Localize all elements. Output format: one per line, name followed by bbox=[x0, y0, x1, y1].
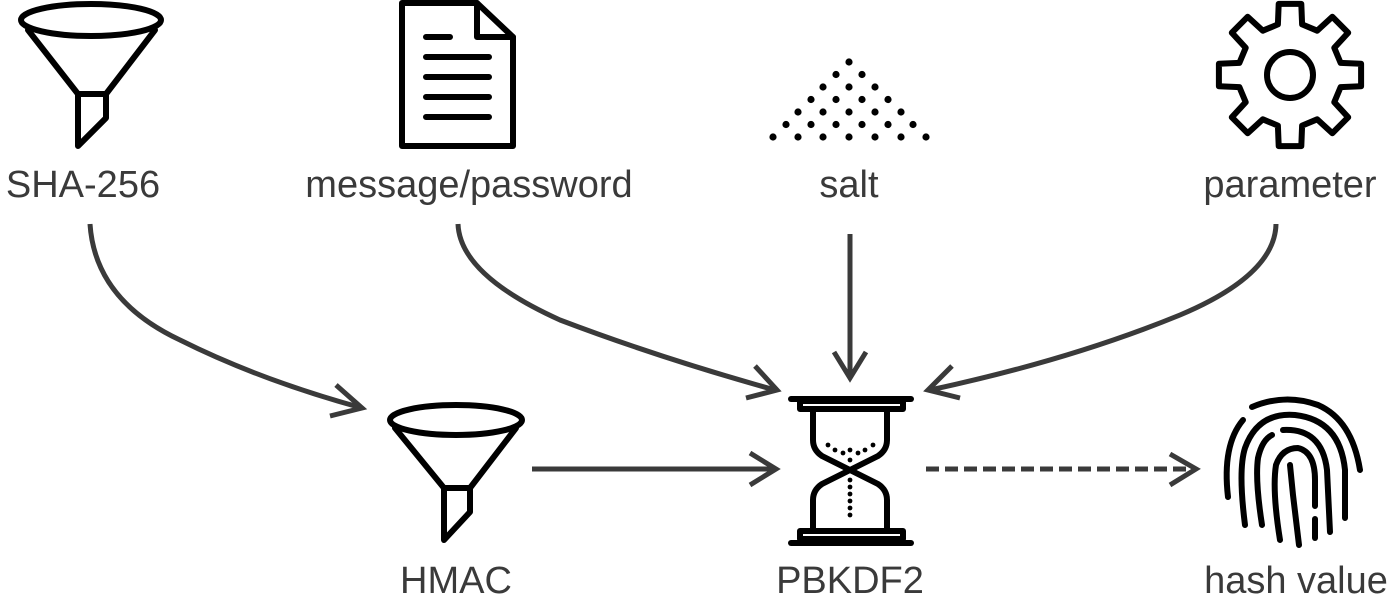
salt-dot bbox=[807, 120, 815, 129]
hourglass-icon bbox=[788, 396, 914, 546]
salt-dot bbox=[884, 120, 892, 129]
sand-grain bbox=[862, 447, 868, 453]
salt-dot bbox=[807, 95, 815, 104]
edge-sha256-to-hmac bbox=[87, 223, 368, 419]
node-label-parameter: parameter bbox=[1203, 164, 1377, 206]
sand-grain bbox=[847, 491, 853, 497]
salt-dot bbox=[871, 108, 879, 116]
node-label-hmac: HMAC bbox=[400, 560, 512, 597]
edge-hmac-to-pbkdf2 bbox=[532, 450, 781, 488]
salt-dot bbox=[832, 120, 840, 129]
edge-salt-to-pbkdf2 bbox=[831, 234, 869, 383]
sand-grain bbox=[847, 457, 853, 463]
sand-grain bbox=[847, 498, 853, 504]
salt-dot bbox=[858, 120, 866, 129]
node-label-sha256: SHA-256 bbox=[6, 164, 160, 206]
sand-grain bbox=[847, 447, 853, 453]
salt-dot bbox=[871, 133, 879, 141]
salt-dot bbox=[858, 70, 866, 79]
salt-dot bbox=[884, 95, 892, 104]
funnel-icon bbox=[18, 1, 164, 149]
salt-dot bbox=[845, 108, 853, 116]
salt-dot bbox=[909, 120, 917, 129]
sand-grain bbox=[832, 447, 838, 453]
salt-dot bbox=[832, 70, 840, 79]
salt-dot bbox=[845, 83, 853, 91]
salt-dot bbox=[845, 58, 853, 66]
salt-pile-icon bbox=[769, 58, 930, 141]
node-label-pbkdf2: PBKDF2 bbox=[776, 560, 924, 597]
salt-dot bbox=[922, 133, 930, 141]
edge-parameter-to-pbkdf2 bbox=[923, 223, 1279, 401]
salt-dot bbox=[782, 120, 790, 129]
salt-dot bbox=[819, 83, 827, 91]
salt-dot bbox=[871, 83, 879, 91]
node-label-salt: salt bbox=[819, 164, 879, 206]
sand-grain bbox=[847, 477, 853, 483]
sand-grain bbox=[855, 450, 861, 456]
gear-icon bbox=[1215, 0, 1365, 150]
salt-dot bbox=[819, 108, 827, 116]
sand-grain bbox=[825, 442, 831, 448]
salt-dot bbox=[897, 133, 905, 141]
edge-message-to-pbkdf2 bbox=[455, 223, 782, 401]
sand-grain bbox=[840, 450, 846, 456]
salt-dot bbox=[794, 108, 802, 116]
salt-dot bbox=[832, 95, 840, 104]
salt-dot bbox=[858, 95, 866, 104]
funnel-icon bbox=[387, 402, 525, 543]
fingerprint-icon bbox=[1223, 396, 1363, 548]
node-label-hash: hash value bbox=[1204, 560, 1388, 597]
sand-grain bbox=[847, 505, 853, 511]
edge-pbkdf2-to-hash bbox=[926, 451, 1201, 488]
sand-grain bbox=[847, 512, 853, 518]
salt-dot bbox=[794, 133, 802, 141]
salt-dot bbox=[769, 133, 777, 141]
salt-dot bbox=[845, 133, 853, 141]
node-label-message: message/password bbox=[305, 164, 632, 206]
document-icon bbox=[399, 0, 516, 149]
sand-grain bbox=[847, 484, 853, 490]
salt-dot bbox=[897, 108, 905, 116]
salt-dot bbox=[819, 133, 827, 141]
sand-grain bbox=[870, 442, 876, 448]
